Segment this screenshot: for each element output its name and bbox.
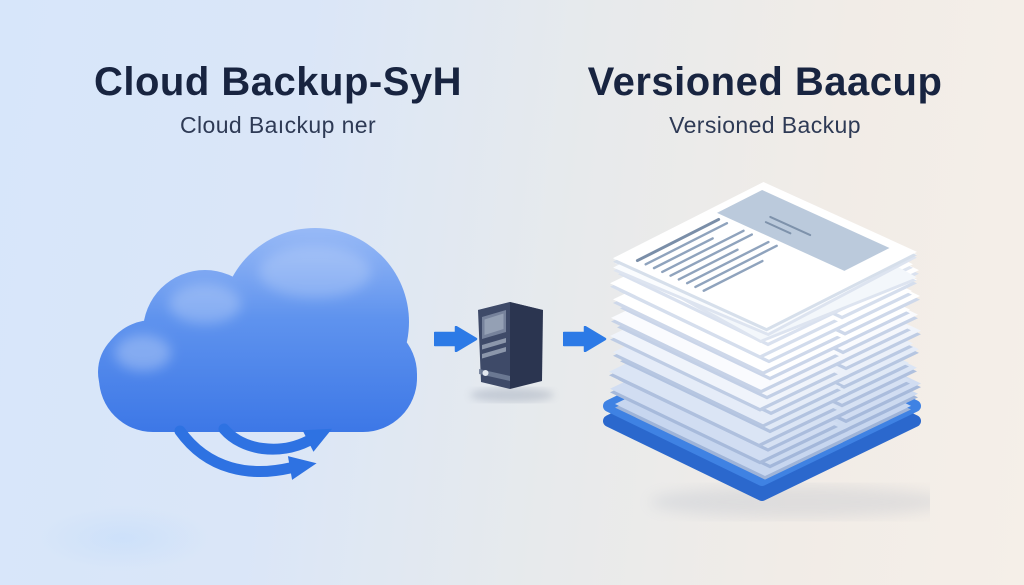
document-stack-icon: [603, 182, 930, 518]
flow-arrow-left-icon: [434, 326, 478, 352]
flow-arrow-right-icon: [563, 326, 607, 352]
right-heading-block: Versioned Baacup Versioned Backup: [558, 60, 972, 138]
sync-arrows-icon: [174, 423, 333, 480]
left-subtitle: Cloud Baıckup ner: [179, 112, 377, 138]
server-icon: [470, 302, 554, 402]
right-subtitle: Versioned Backup: [669, 112, 861, 138]
left-heading-block: Cloud Backup-SyH Cloud Baıckup ner: [58, 60, 498, 138]
cloud-icon: [98, 228, 417, 432]
right-title: Versioned Baacup: [587, 60, 943, 104]
left-title: Cloud Backup-SyH: [93, 60, 463, 104]
